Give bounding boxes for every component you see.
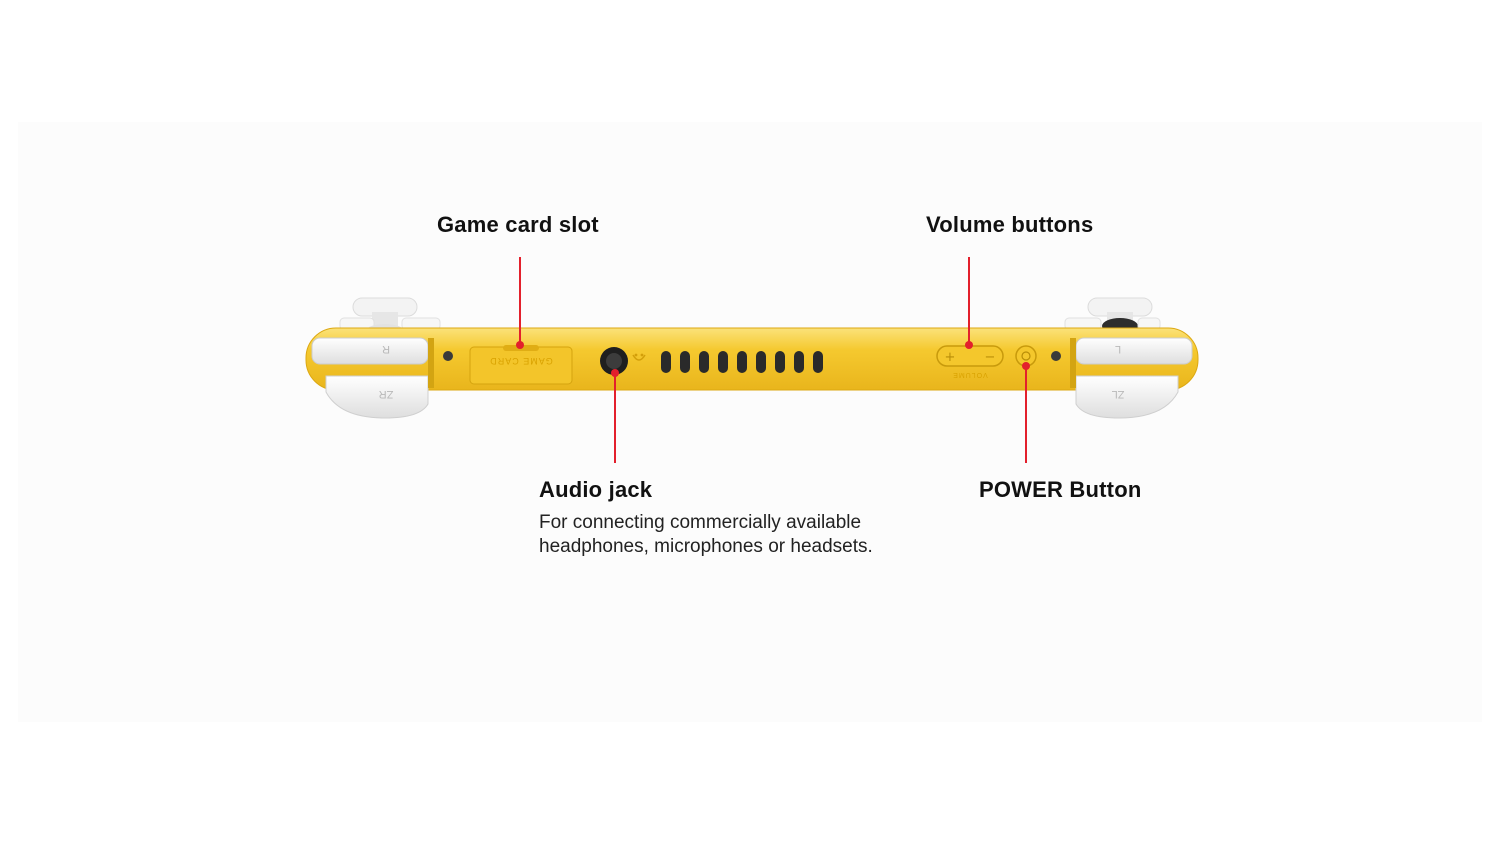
speaker-grille [661,351,823,373]
zl-trigger [1075,375,1179,419]
volume-minus-glyph: − [985,350,996,365]
audio-jack-label: Audio jack [539,477,653,502]
volume-engraving: VOLUME [952,371,988,378]
strap-hole-left [443,351,453,361]
audio-jack [600,347,646,375]
power-button-marker [1022,362,1030,370]
console-body [305,327,1199,391]
zr-trigger [325,375,429,419]
game-card-slot: GAME CARD [469,345,573,385]
volume-buttons-label: Volume buttons [926,212,1094,237]
r-button-letter: R [382,343,390,355]
game-card-engraving: GAME CARD [489,356,553,366]
power-button-label: POWER Button [979,477,1142,502]
volume-buttons-marker [965,341,973,349]
volume-rocker: + − VOLUME [936,345,1004,378]
audio-jack-description-line1: For connecting commercially available [539,512,862,533]
l-button-letter: L [1115,343,1121,355]
audio-jack-marker [611,369,619,377]
diagram-backdrop [18,122,1482,722]
audio-jack-leader [614,373,616,463]
game-card-slot-leader [519,257,521,345]
zl-button-letter: ZL [1112,388,1125,400]
r-button [311,337,429,365]
l-button [1075,337,1193,365]
zr-button-letter: ZR [379,388,394,400]
power-button-leader [1025,366,1027,463]
strap-hole-right [1051,351,1061,361]
game-card-slot-label: Game card slot [437,212,599,237]
volume-buttons-leader [968,257,970,345]
volume-plus-glyph: + [945,350,956,365]
audio-jack-description-line2: headphones, microphones or headsets. [539,536,873,557]
game-card-slot-marker [516,341,524,349]
